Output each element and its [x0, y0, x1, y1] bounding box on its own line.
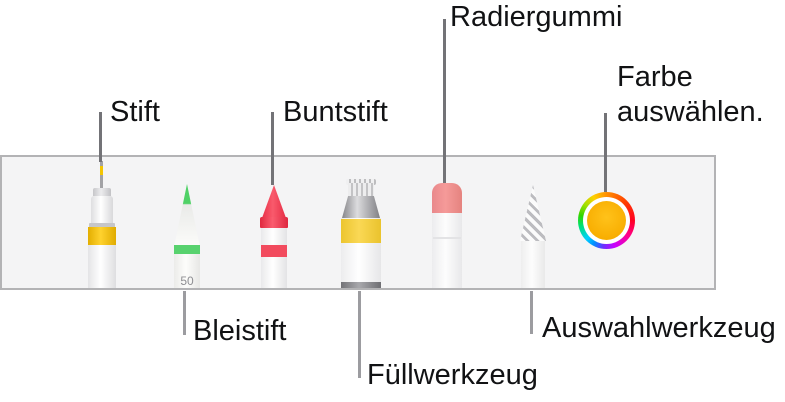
pen-needle-tip [100, 166, 103, 175]
auswahlwerkzeug-callout-line [530, 291, 533, 334]
crayon-red-stripe [261, 245, 287, 257]
tube-ribbed-cap [348, 183, 374, 197]
fuellwerkzeug-callout-line [358, 291, 361, 378]
pen-needle [100, 161, 103, 192]
pen-yellow-band [88, 227, 116, 245]
tube-cap-rim [346, 179, 376, 185]
buntstift-callout-line [271, 112, 274, 185]
pencil-body [174, 254, 200, 288]
selection-body [521, 241, 545, 288]
farbe-auswaehlen-label: Farbe auswählen. [617, 60, 764, 130]
pen-body [88, 245, 116, 288]
radiergummi-callout-line [443, 19, 446, 183]
farbe-label-line2: auswählen. [617, 96, 764, 128]
tube-shoulder [342, 196, 380, 218]
tube-yellow-label [341, 219, 381, 243]
crayon-tip-cone [262, 185, 286, 218]
bleistift-callout-line [183, 291, 186, 335]
selection-striped-cone [520, 185, 546, 241]
eraser-seam [433, 237, 461, 239]
pen-ring [89, 223, 115, 228]
drawing-toolbar: 50 [0, 155, 716, 290]
buntstift-label: Buntstift [283, 96, 388, 128]
eraser-body [432, 213, 462, 288]
color-well-current-color [587, 201, 626, 240]
pen-barrel [91, 196, 113, 224]
tube-crimp [341, 282, 381, 288]
color-well-gap-ring [583, 197, 630, 244]
pen-collar [93, 188, 111, 196]
bleistift-label: Bleistift [193, 315, 287, 347]
pencil-green-band [174, 245, 200, 254]
pencil-tip-cone [174, 184, 200, 247]
stift-callout-line [99, 112, 102, 162]
farbe-callout-line [604, 113, 607, 192]
radiergummi-label: Radiergummi [450, 1, 623, 33]
auswahlwerkzeug-label: Auswahlwerkzeug [542, 312, 776, 344]
fuellwerkzeug-label: Füllwerkzeug [367, 359, 538, 391]
pencil-size-badge: 50 [180, 274, 194, 288]
eraser-pink-cap [432, 183, 462, 213]
crayon-collar [260, 217, 288, 228]
crayon-body [261, 228, 287, 288]
farbe-label-line1: Farbe [617, 61, 693, 93]
stift-label: Stift [110, 96, 160, 128]
color-well-button[interactable] [578, 192, 635, 249]
